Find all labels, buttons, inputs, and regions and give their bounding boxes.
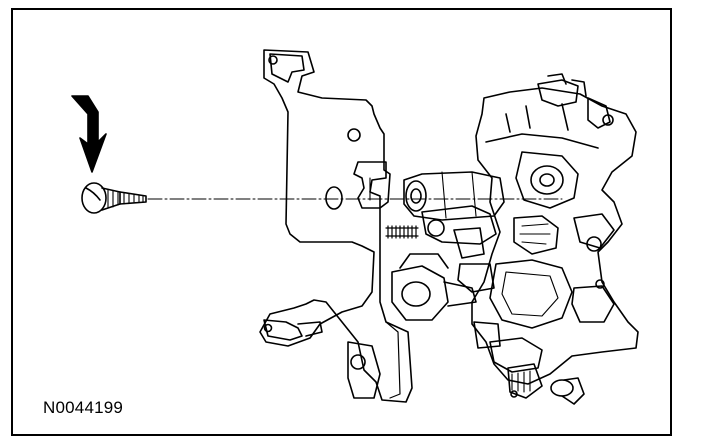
figure-id-label: N0044199 bbox=[43, 398, 124, 417]
diagram-frame: N0044199 bbox=[11, 8, 672, 436]
mounting-bracket bbox=[259, 49, 413, 403]
down-arrow-icon bbox=[71, 95, 107, 173]
spring bbox=[385, 225, 419, 239]
bolt bbox=[81, 182, 147, 214]
column-housing-assembly bbox=[391, 73, 639, 405]
exploded-view-illustration bbox=[71, 49, 639, 405]
